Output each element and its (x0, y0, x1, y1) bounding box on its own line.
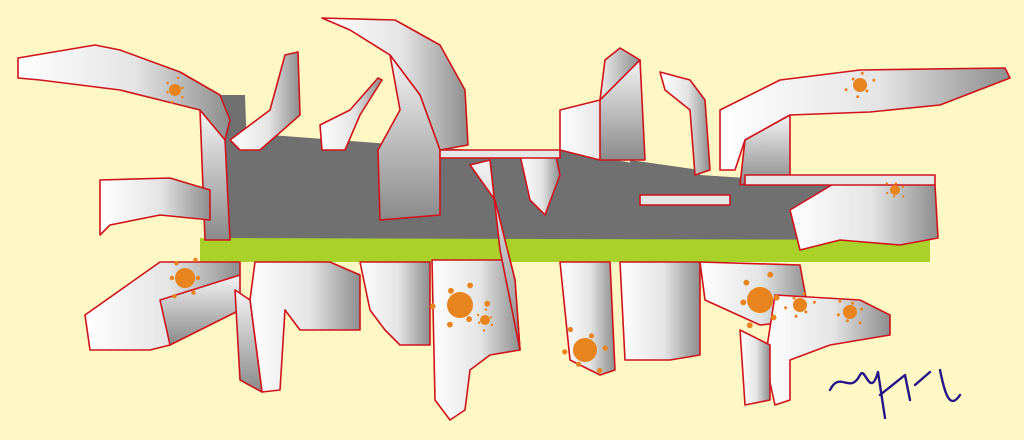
signature-scribble (828, 368, 962, 420)
splatter-droplet (743, 279, 750, 286)
splatter-droplet (836, 313, 840, 317)
splatter-droplet (740, 299, 747, 306)
splatter-droplet (844, 88, 848, 92)
splatter-droplet (489, 316, 493, 319)
splatter-droplet (860, 307, 864, 311)
splatter-droplet (802, 292, 806, 296)
splatter-droplet (482, 329, 486, 332)
splatter-droplet (174, 261, 179, 266)
splatter-blob (169, 84, 181, 96)
splatter-droplet (490, 323, 494, 327)
splatter-droplet (812, 300, 816, 304)
splatter-droplet (784, 306, 788, 310)
splatter-droplet (872, 78, 876, 82)
splatter-blob (447, 292, 473, 318)
splatter-blob (843, 305, 857, 319)
splatter-droplet (170, 100, 174, 104)
splatter-blob (890, 185, 900, 195)
splatter-droplet (447, 321, 453, 328)
splatter-droplet (860, 71, 864, 75)
splatter-droplet (476, 313, 480, 317)
splatter-droplet (858, 321, 862, 325)
splatter-blob (175, 268, 195, 288)
splatter-droplet (484, 308, 488, 311)
splatter-droplet (166, 81, 169, 85)
splatter-blob (480, 315, 490, 325)
splatter-droplet (804, 310, 808, 314)
splatter-droplet (166, 90, 169, 94)
splatter-blob (573, 338, 597, 362)
splatter-droplet (794, 314, 798, 318)
splatter-droplet (588, 333, 595, 339)
letter-2 (229, 51, 383, 393)
splatter-droplet (885, 182, 888, 185)
splatter-droplet (195, 275, 201, 281)
splatter-droplet (773, 294, 780, 301)
splatter-droplet (602, 345, 608, 351)
splatter-droplet (770, 314, 777, 321)
letter-1 (17, 44, 241, 351)
splatter-droplet (181, 95, 184, 99)
splatter-droplet (894, 182, 898, 185)
splatter-droplet (567, 326, 574, 333)
accent-band (200, 238, 930, 262)
splatter-droplet (892, 195, 896, 198)
splatter-droplet (838, 299, 842, 303)
splatter-droplet (181, 86, 184, 90)
splatter-droplet (193, 257, 198, 262)
splatter-droplet (467, 282, 473, 289)
splatter-droplet (901, 185, 905, 189)
splatter-droplet (484, 300, 491, 307)
splatter-droplet (851, 77, 855, 81)
letter-3 (321, 17, 469, 346)
splatter-droplet (575, 361, 582, 367)
splatter-droplet (792, 296, 796, 300)
splatter-droplet (466, 316, 472, 323)
splatter-droplet (562, 349, 568, 355)
connector-bars (439, 149, 936, 206)
splatter-droplet (176, 76, 180, 80)
splatter-droplet (845, 319, 849, 323)
splatter-droplet (902, 195, 905, 198)
splatter-blob (793, 298, 807, 312)
splatter-droplet (851, 301, 855, 305)
splatter-droplet (191, 290, 196, 295)
splatter-droplet (746, 322, 753, 329)
splatter-droplet (429, 303, 436, 310)
orange-splatters (166, 71, 905, 374)
splatter-droplet (597, 367, 603, 374)
splatter-droplet (448, 287, 454, 294)
splatter-droplet (172, 294, 177, 299)
splatter-droplet (477, 321, 481, 324)
splatter-droplet (856, 95, 860, 99)
splatter-droplet (885, 191, 889, 195)
splatter-droplet (169, 275, 175, 281)
splatter-blob (853, 78, 867, 92)
splatter-droplet (767, 271, 774, 278)
splatter-blob (747, 287, 773, 313)
splatter-droplet (865, 89, 869, 93)
